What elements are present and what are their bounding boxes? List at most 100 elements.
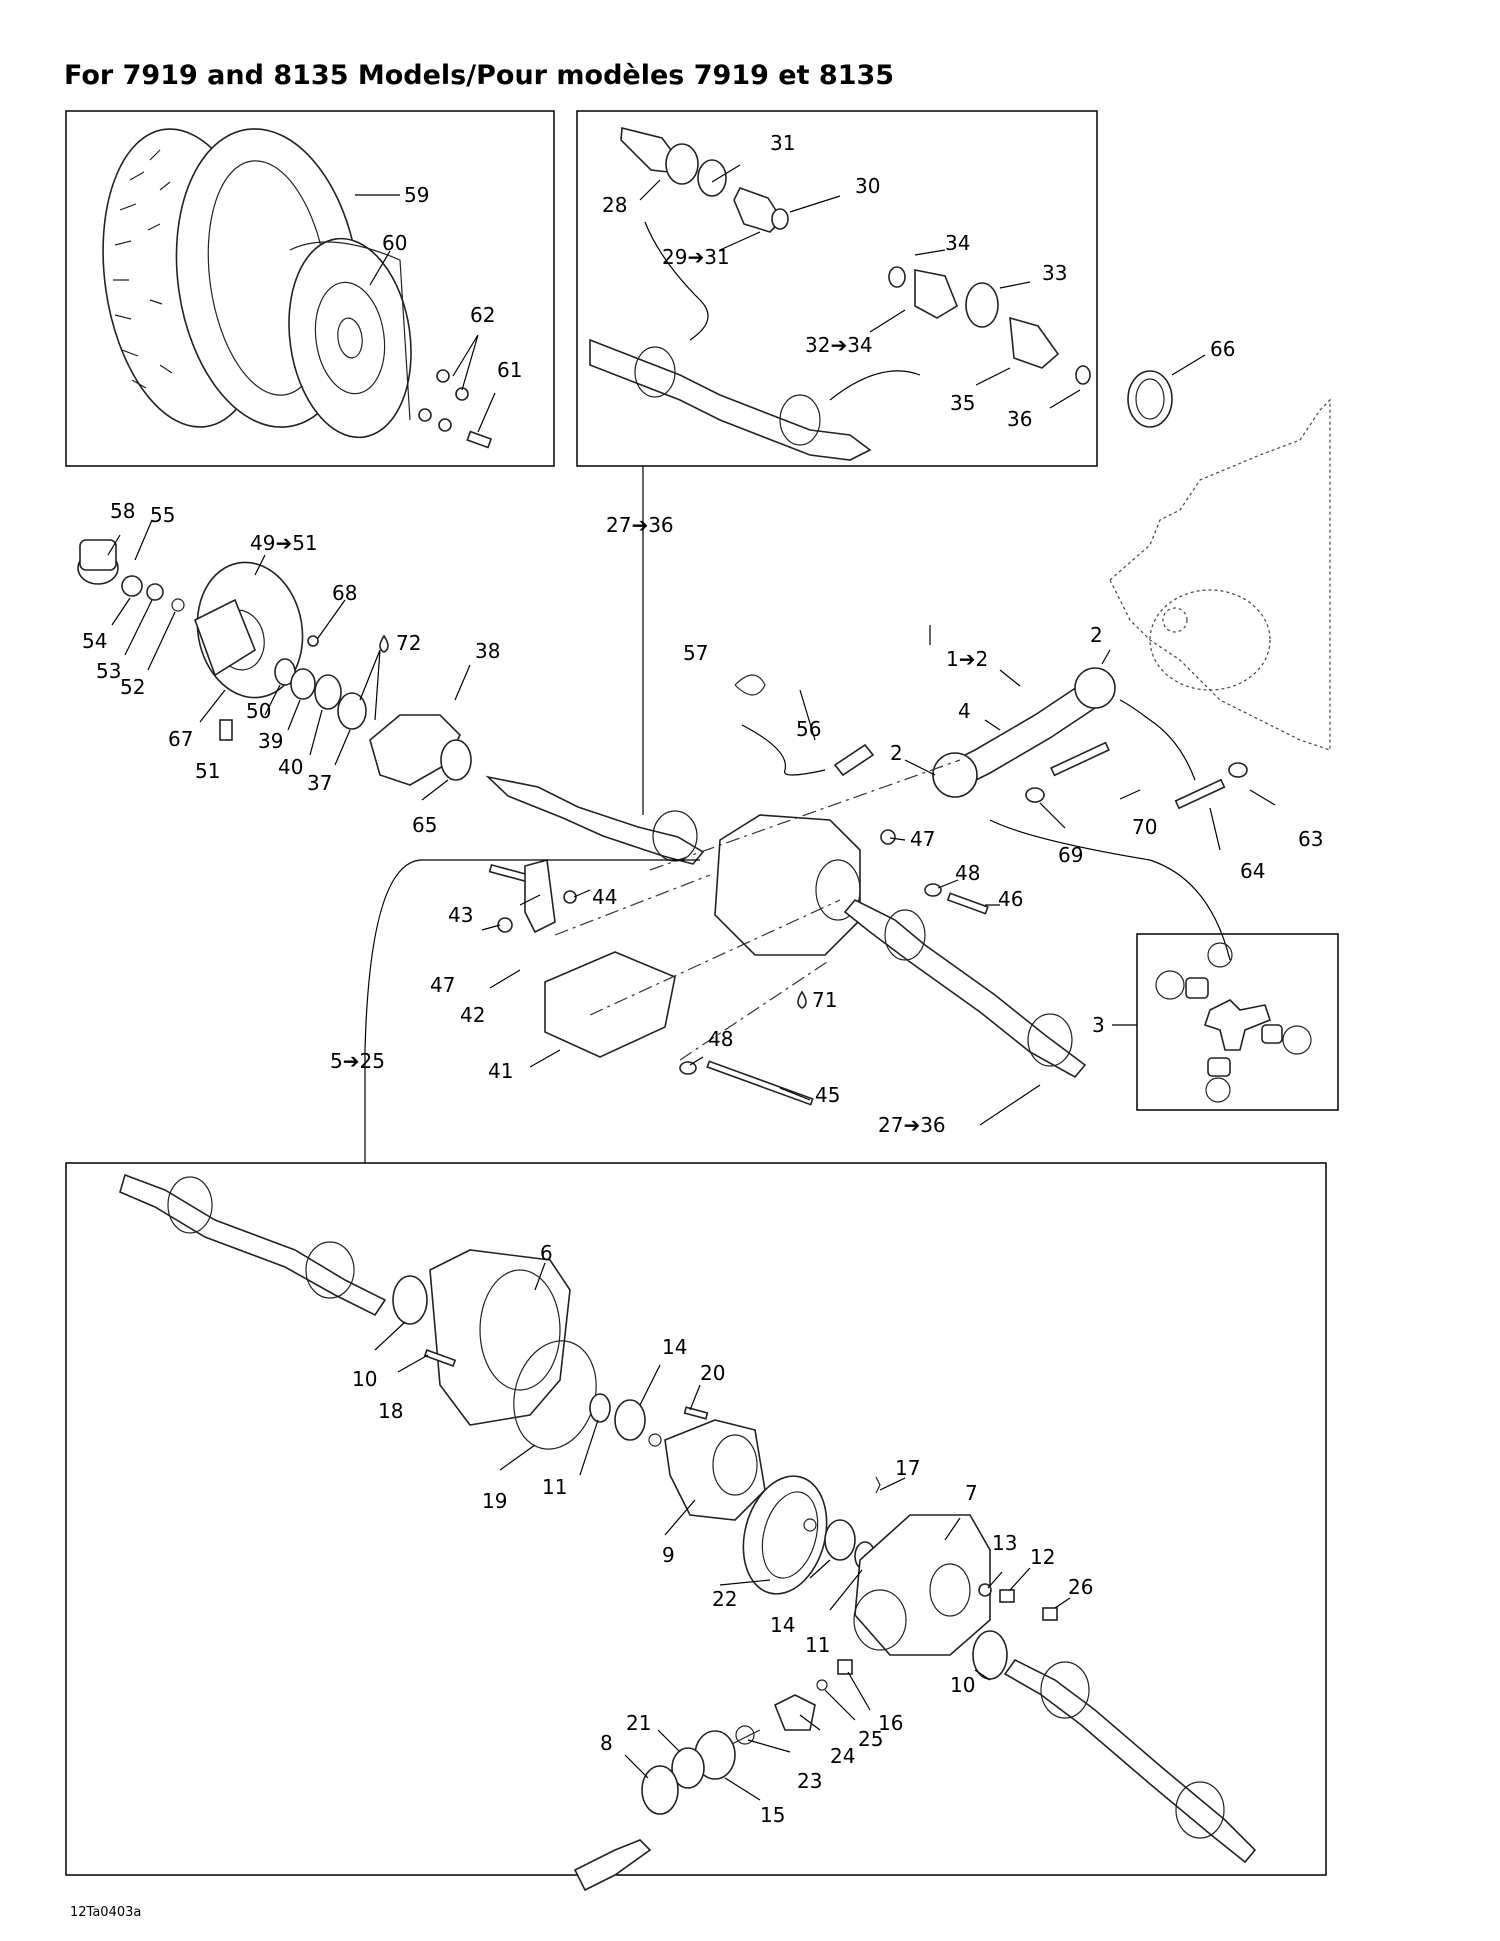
callout-48-mid: 48 bbox=[955, 861, 980, 885]
bearing-14-left bbox=[614, 1399, 646, 1441]
callout-51: 51 bbox=[195, 759, 220, 783]
wheel-stud-drawing bbox=[466, 430, 493, 449]
callout-29-31: 29➔31 bbox=[662, 245, 730, 269]
ring-40 bbox=[314, 674, 342, 710]
callout-6: 6 bbox=[540, 1241, 553, 1265]
callout-17: 17 bbox=[895, 1456, 920, 1480]
callout-33: 33 bbox=[1042, 261, 1067, 285]
callout-1-2: 1➔2 bbox=[946, 647, 988, 671]
callout-32-34: 32➔34 bbox=[805, 333, 873, 357]
callout-30: 30 bbox=[855, 174, 880, 198]
callout-22: 22 bbox=[712, 1587, 737, 1611]
engine-outline bbox=[1109, 398, 1331, 751]
brake-disc-and-hub bbox=[194, 561, 304, 699]
differential-detail-box bbox=[65, 1162, 1327, 1876]
front-shaft-bottom bbox=[573, 1839, 652, 1892]
bolt-46 bbox=[946, 892, 989, 915]
callout-72: 72 bbox=[396, 631, 421, 655]
callout-14-right: 14 bbox=[770, 1613, 795, 1637]
callout-20: 20 bbox=[700, 1361, 725, 1385]
callout-9: 9 bbox=[662, 1543, 675, 1567]
callout-47-top: 47 bbox=[910, 827, 935, 851]
bolt-68 bbox=[307, 635, 319, 647]
callout-18: 18 bbox=[378, 1399, 403, 1423]
seal-8 bbox=[641, 1765, 679, 1815]
callout-47-bottom: 47 bbox=[430, 973, 455, 997]
differential-case-9 bbox=[664, 1419, 766, 1521]
bolt-43 bbox=[488, 863, 532, 884]
callout-45: 45 bbox=[815, 1083, 840, 1107]
nut-16 bbox=[837, 1659, 853, 1675]
callout-42: 42 bbox=[460, 1003, 485, 1027]
page-title: For 7919 and 8135 Models/Pour modèles 79… bbox=[64, 60, 895, 91]
callout-43: 43 bbox=[448, 903, 473, 927]
wheel-detail-box bbox=[65, 110, 555, 467]
driveshaft-detail-box bbox=[576, 110, 1098, 467]
callout-2-lower: 2 bbox=[890, 741, 903, 765]
pinion-24 bbox=[729, 1694, 816, 1746]
callout-7: 7 bbox=[965, 1481, 978, 1505]
ring-21 bbox=[671, 1747, 705, 1789]
callout-10-left: 10 bbox=[352, 1367, 377, 1391]
callout-5-25: 5➔25 bbox=[330, 1049, 385, 1073]
bearing-37 bbox=[337, 692, 367, 730]
callout-46: 46 bbox=[998, 887, 1023, 911]
differential-housing-middle bbox=[714, 814, 861, 956]
callout-3: 3 bbox=[1092, 1013, 1105, 1037]
callout-35: 35 bbox=[950, 391, 975, 415]
callout-56: 56 bbox=[796, 717, 821, 741]
right-driveshaft-middle bbox=[843, 899, 1087, 1079]
callout-8: 8 bbox=[600, 1731, 613, 1755]
callout-41: 41 bbox=[488, 1059, 513, 1083]
bearing-14-right bbox=[824, 1519, 856, 1561]
callout-59: 59 bbox=[404, 183, 429, 207]
callout-2-upper: 2 bbox=[1090, 623, 1103, 647]
left-axle-shaft bbox=[119, 1173, 387, 1317]
callout-71: 71 bbox=[812, 988, 837, 1012]
callout-57: 57 bbox=[683, 641, 708, 665]
callout-53: 53 bbox=[96, 659, 121, 683]
washer-48-bottom bbox=[679, 1061, 697, 1075]
rim-drawing bbox=[288, 237, 412, 439]
callout-61: 61 bbox=[497, 358, 522, 382]
washer-63 bbox=[1228, 762, 1248, 778]
driveshaft-assembly-drawing bbox=[589, 338, 872, 461]
bearing-11-left bbox=[589, 1393, 611, 1423]
plate-41 bbox=[544, 951, 676, 1058]
callout-36: 36 bbox=[1007, 407, 1032, 431]
ring-65 bbox=[440, 739, 472, 781]
oil-drop-icon-72 bbox=[379, 634, 389, 653]
clip-25 bbox=[816, 1679, 828, 1691]
callout-52: 52 bbox=[120, 675, 145, 699]
left-driveshaft-middle bbox=[485, 775, 705, 865]
ring-39 bbox=[290, 668, 316, 700]
callout-27-36-top: 27➔36 bbox=[606, 513, 674, 537]
callout-31: 31 bbox=[770, 131, 795, 155]
seal-ring-66 bbox=[1127, 370, 1173, 428]
nut-44 bbox=[563, 890, 577, 904]
callout-49-51: 49➔51 bbox=[250, 531, 318, 555]
washer-13 bbox=[978, 1583, 992, 1597]
callout-19: 19 bbox=[482, 1489, 507, 1513]
breather-17 bbox=[875, 1476, 881, 1494]
callout-37: 37 bbox=[307, 771, 332, 795]
callout-27-36-bottom: 27➔36 bbox=[878, 1113, 946, 1137]
callout-26: 26 bbox=[1068, 1575, 1093, 1599]
cv-joint-parts-top bbox=[620, 126, 1091, 385]
propeller-shaft-drawing bbox=[932, 667, 1116, 798]
callout-39: 39 bbox=[258, 729, 283, 753]
callout-60: 60 bbox=[382, 231, 407, 255]
ring-gear-22 bbox=[742, 1475, 828, 1595]
callout-67: 67 bbox=[168, 727, 193, 751]
callout-40: 40 bbox=[278, 755, 303, 779]
callout-48-bottom: 48 bbox=[708, 1027, 733, 1051]
nut-47-bottom bbox=[497, 917, 513, 933]
callout-10-right: 10 bbox=[950, 1673, 975, 1697]
callout-44: 44 bbox=[592, 885, 617, 909]
callout-62: 62 bbox=[470, 303, 495, 327]
bolt-20 bbox=[683, 1406, 709, 1420]
bearing-58 bbox=[77, 539, 119, 585]
callout-69: 69 bbox=[1058, 843, 1083, 867]
callout-12: 12 bbox=[1030, 1545, 1055, 1569]
